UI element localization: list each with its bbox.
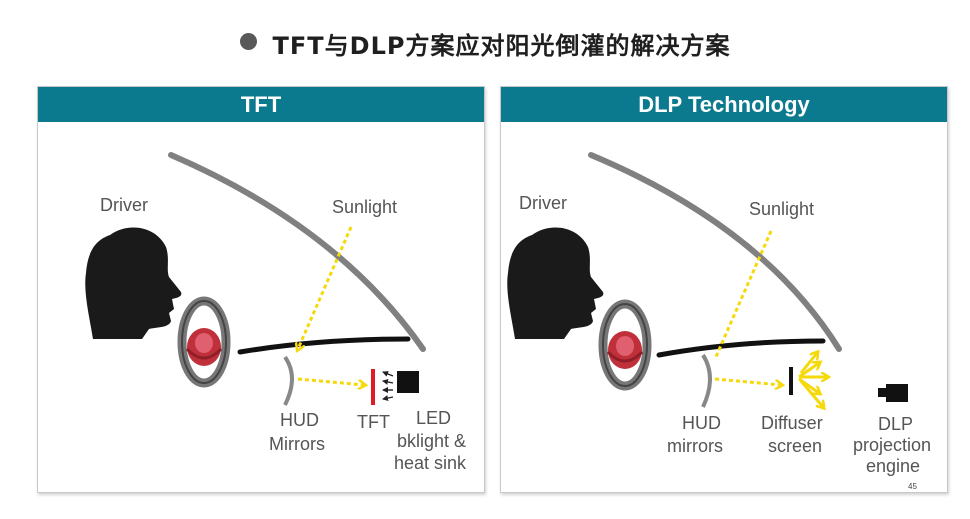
slide-title: TFT与DLP方案应对阳光倒灌的解决方案 bbox=[0, 26, 970, 61]
tft-label: TFT bbox=[357, 412, 390, 432]
projection-label: projection bbox=[853, 435, 931, 455]
bullet-dot bbox=[239, 33, 257, 50]
sunlight-label: Sunlight bbox=[749, 199, 814, 219]
backlight-arrows bbox=[382, 371, 394, 401]
steering-wheel-icon bbox=[177, 296, 231, 388]
driver-head-icon bbox=[507, 227, 604, 339]
driver-label: Driver bbox=[100, 195, 148, 215]
dashboard bbox=[656, 338, 826, 358]
led-heatsink-block bbox=[397, 371, 419, 393]
mirrors-label: mirrors bbox=[667, 436, 723, 456]
dlp-label: DLP bbox=[878, 414, 913, 434]
backlight-label: bklight & bbox=[397, 431, 466, 451]
page-number: 45 bbox=[908, 482, 917, 491]
engine-label: engine bbox=[866, 456, 920, 476]
dashboard bbox=[237, 336, 411, 355]
tft-display-bar bbox=[371, 369, 375, 405]
dlp-panel: DLP Technology bbox=[500, 86, 948, 493]
sunlight-ray bbox=[713, 230, 773, 360]
dlp-diagram: Driver Sunlight HUD mirrors Diffuser scr… bbox=[507, 152, 931, 476]
reflected-ray bbox=[297, 377, 364, 385]
steering-wheel-icon bbox=[598, 299, 652, 391]
tft-diagram: Driver Sunlight HUD Mirrors TFT LED bkli… bbox=[85, 152, 467, 473]
hud-label: HUD bbox=[280, 410, 319, 430]
tft-panel: TFT bbox=[37, 86, 485, 493]
driver-head-icon bbox=[85, 227, 182, 339]
heatsink-label: heat sink bbox=[394, 453, 467, 473]
diffuser-label: Diffuser bbox=[761, 413, 823, 433]
led-label: LED bbox=[416, 408, 451, 428]
scattered-rays bbox=[798, 353, 827, 407]
hud-label: HUD bbox=[682, 413, 721, 433]
hud-mirror bbox=[701, 353, 712, 408]
sunlight-label: Sunlight bbox=[332, 197, 397, 217]
screen-label: screen bbox=[768, 436, 822, 456]
reflected-ray bbox=[714, 377, 781, 385]
tft-panel-header: TFT bbox=[38, 87, 484, 122]
mirrors-label: Mirrors bbox=[269, 434, 325, 454]
dlp-panel-header: DLP Technology bbox=[501, 87, 947, 122]
title-text: TFT与DLP方案应对阳光倒灌的解决方案 bbox=[272, 32, 731, 60]
windshield bbox=[588, 152, 842, 352]
dlp-engine-block bbox=[886, 384, 908, 402]
sunlight-ray bbox=[298, 226, 353, 349]
hud-mirror bbox=[283, 355, 294, 406]
diffuser-screen-bar bbox=[789, 367, 793, 395]
windshield bbox=[168, 152, 426, 352]
driver-label: Driver bbox=[519, 193, 567, 213]
dlp-lens bbox=[878, 388, 886, 397]
